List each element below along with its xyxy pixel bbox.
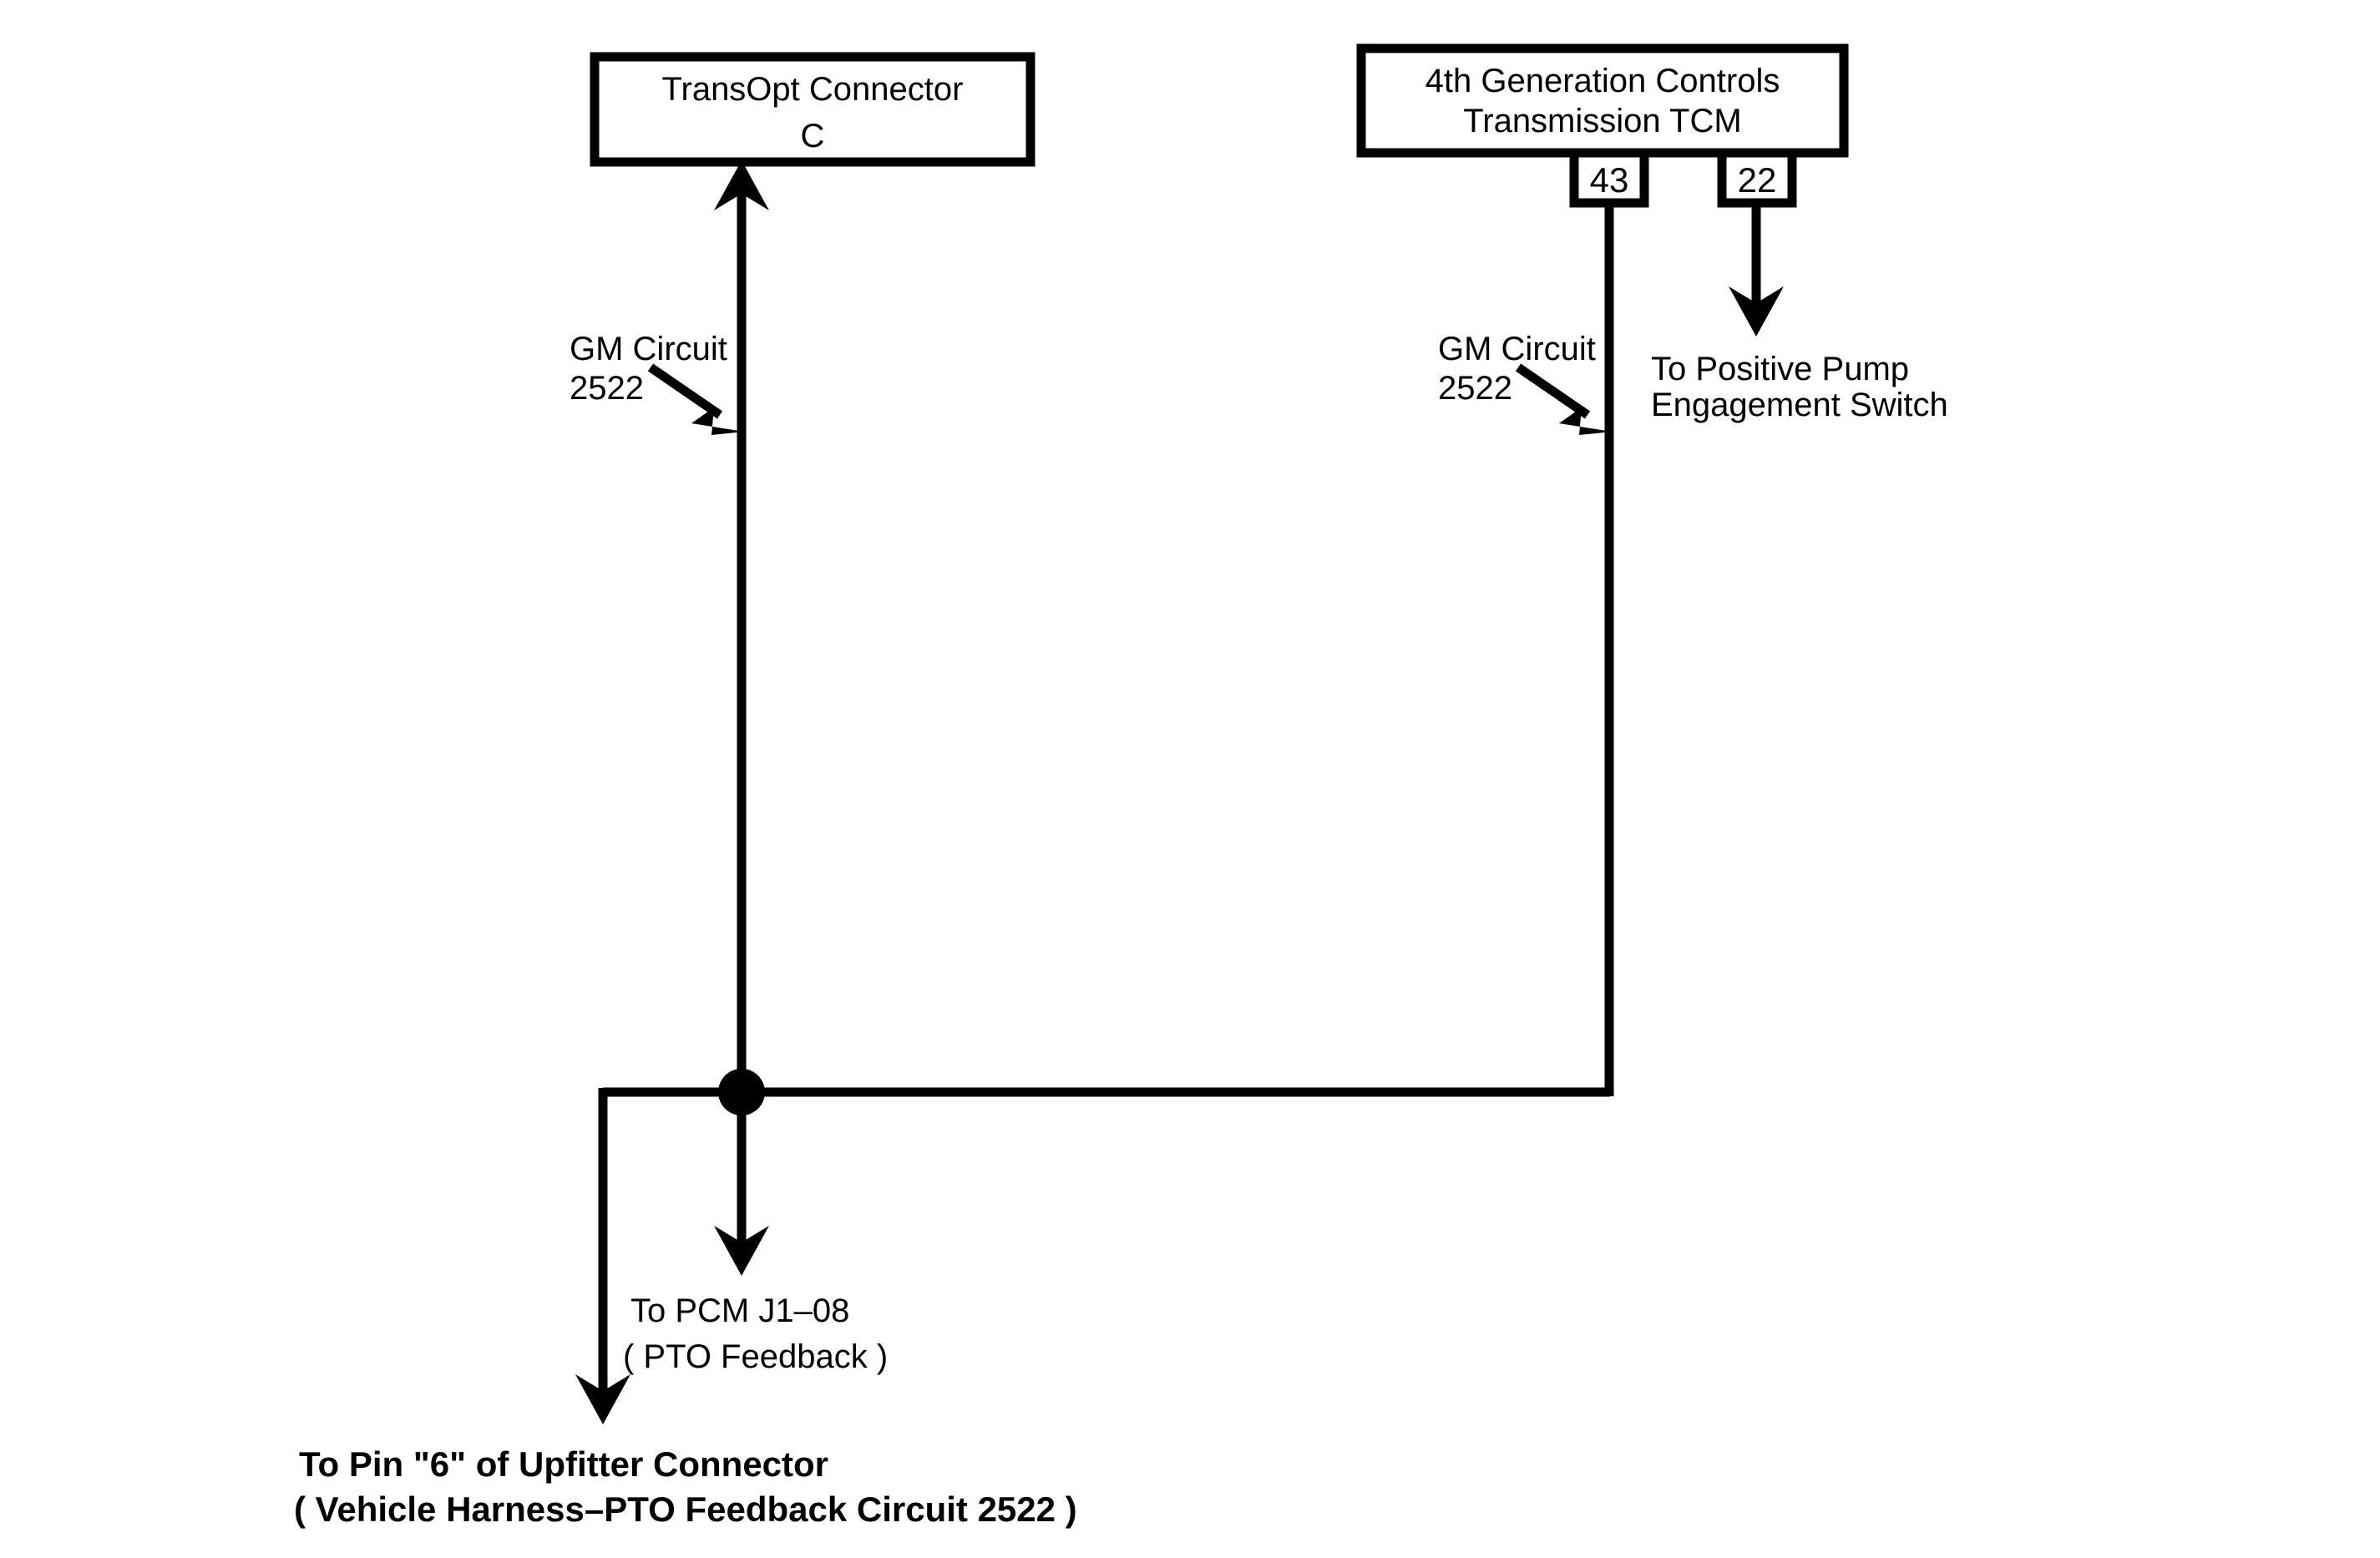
box-transopt-connector[interactable]: TransOpt Connector C bbox=[590, 52, 1036, 167]
annotation-pcm-feedback-line1: To PCM J1–08 bbox=[630, 1292, 849, 1329]
arrowhead-leader-gm-left bbox=[691, 407, 744, 435]
splice-dot-icon bbox=[718, 1069, 765, 1115]
leader-arrow-group bbox=[647, 363, 1612, 435]
leader-line-gm-right bbox=[1515, 363, 1591, 419]
arrowhead-down-pcm bbox=[714, 1226, 769, 1276]
annotation-gm-circuit-left-line2: 2522 bbox=[570, 370, 644, 407]
annotation-positive-pump-line2: Engagement Switch bbox=[1651, 387, 1948, 423]
wire-group bbox=[598, 175, 1761, 1411]
arrowhead-down-upfitter bbox=[575, 1374, 630, 1424]
leader-line-gm-left bbox=[647, 363, 723, 419]
arrowhead-down-positive-pump bbox=[1729, 286, 1784, 336]
box-transopt-connector-line1: TransOpt Connector bbox=[662, 71, 964, 108]
pin-box-43-rect bbox=[1569, 148, 1649, 208]
box-transopt-connector-rect bbox=[590, 52, 1036, 167]
annotation-gm-circuit-right-line2: 2522 bbox=[1438, 370, 1512, 407]
annotation-gm-circuit-right: GM Circuit 2522 bbox=[1438, 331, 1596, 407]
pin-box-43-label: 43 bbox=[1590, 160, 1629, 200]
annotation-positive-pump: To Positive Pump Engagement Switch bbox=[1651, 351, 1948, 423]
arrowhead-up-transopt bbox=[714, 160, 769, 210]
box-tcm[interactable]: 4th Generation Controls Transmission TCM bbox=[1356, 43, 1849, 158]
annotation-gm-circuit-right-line1: GM Circuit bbox=[1438, 331, 1596, 367]
annotation-gm-circuit-left-line1: GM Circuit bbox=[570, 331, 727, 367]
pin-box-22-label: 22 bbox=[1738, 160, 1777, 200]
annotation-positive-pump-line1: To Positive Pump bbox=[1651, 351, 1909, 387]
box-tcm-line2: Transmission TCM bbox=[1463, 103, 1741, 139]
arrowhead-leader-gm-right bbox=[1559, 407, 1612, 435]
pin-box-43[interactable]: 43 bbox=[1569, 148, 1649, 208]
box-transopt-connector-line2: C bbox=[801, 118, 825, 154]
annotation-pcm-feedback-line2: ( PTO Feedback ) bbox=[623, 1338, 888, 1375]
annotation-upfitter-connector-line2: ( Vehicle Harness–PTO Feedback Circuit 2… bbox=[294, 1490, 1077, 1529]
annotation-pcm-feedback: To PCM J1–08 ( PTO Feedback ) bbox=[623, 1292, 888, 1375]
annotation-upfitter-connector-line1: To Pin "6" of Upfitter Connector bbox=[299, 1444, 828, 1484]
pin-box-22-rect bbox=[1717, 148, 1797, 208]
annotation-upfitter-connector: To Pin "6" of Upfitter Connector ( Vehic… bbox=[294, 1444, 1077, 1529]
arrowhead-group bbox=[575, 160, 1784, 1424]
pin-box-22[interactable]: 22 bbox=[1717, 148, 1797, 208]
annotation-gm-circuit-left: GM Circuit 2522 bbox=[570, 331, 727, 407]
box-tcm-line1: 4th Generation Controls bbox=[1425, 63, 1780, 99]
